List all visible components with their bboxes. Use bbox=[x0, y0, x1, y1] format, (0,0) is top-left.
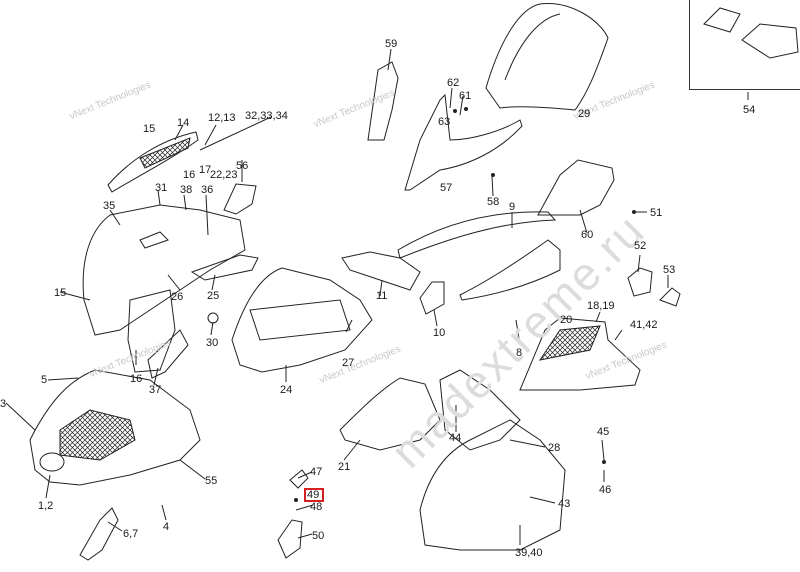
callout: 26 bbox=[171, 291, 184, 303]
callout: 28 bbox=[548, 442, 561, 454]
part-6-7 bbox=[79, 507, 119, 561]
callout: 8 bbox=[516, 347, 523, 359]
part-10 bbox=[419, 281, 445, 315]
callout: 39,40 bbox=[515, 547, 543, 559]
callout: 6,7 bbox=[123, 528, 139, 540]
part-37 bbox=[147, 329, 189, 379]
callout: 54 bbox=[743, 104, 756, 116]
part-54 bbox=[741, 23, 799, 59]
callout: 21 bbox=[338, 461, 351, 473]
part-21 bbox=[339, 377, 441, 451]
callout: 31 bbox=[155, 182, 168, 194]
part-35 bbox=[82, 204, 246, 336]
callout: 35 bbox=[103, 200, 116, 212]
callout: 46 bbox=[599, 484, 612, 496]
callout: 12,13 bbox=[208, 112, 236, 124]
part-50 bbox=[277, 519, 303, 559]
part-44 bbox=[439, 369, 521, 451]
callout: 22,23 bbox=[210, 169, 238, 181]
part-47 bbox=[289, 469, 309, 489]
part-56 bbox=[223, 183, 257, 215]
callout: 16 bbox=[130, 373, 143, 385]
callout: 16 bbox=[183, 169, 196, 181]
callout: 55 bbox=[205, 475, 218, 487]
callout: 56 bbox=[236, 160, 249, 172]
fastener-dots bbox=[294, 107, 636, 502]
callout: 20 bbox=[560, 314, 573, 326]
callout: 24 bbox=[280, 384, 293, 396]
part-43 bbox=[419, 419, 566, 551]
callout: 38 bbox=[180, 184, 193, 196]
callout: 44 bbox=[449, 432, 462, 444]
part-3 bbox=[29, 369, 201, 486]
callout: 27 bbox=[342, 357, 355, 369]
inset-frame bbox=[689, 0, 800, 90]
callout: 41,42 bbox=[630, 319, 658, 331]
part-57 bbox=[404, 93, 523, 191]
callout: 57 bbox=[440, 182, 453, 194]
callout: 10 bbox=[433, 327, 446, 339]
part-11 bbox=[341, 251, 421, 291]
highlighted-callout-box bbox=[304, 488, 324, 502]
callout: 30 bbox=[206, 337, 219, 349]
callout: 32,33,34 bbox=[245, 110, 288, 122]
callout: 37 bbox=[149, 384, 162, 396]
part-25 bbox=[190, 254, 259, 281]
part-53 bbox=[659, 287, 681, 307]
callout: 18,19 bbox=[587, 300, 615, 312]
callout: 52 bbox=[634, 240, 647, 252]
callout: 59 bbox=[385, 38, 398, 50]
callout: 53 bbox=[663, 264, 676, 276]
callout: 1,2 bbox=[38, 500, 54, 512]
callout: 49 bbox=[307, 489, 320, 501]
part-20 bbox=[519, 317, 641, 391]
callout: 5 bbox=[41, 374, 48, 386]
callout: 45 bbox=[597, 426, 610, 438]
part-14 bbox=[107, 131, 199, 193]
part-9-lower bbox=[459, 239, 561, 301]
callout: 50 bbox=[312, 530, 325, 542]
part-9 bbox=[397, 211, 557, 259]
part-26 bbox=[127, 289, 176, 373]
callout: 15 bbox=[54, 287, 67, 299]
callout: 36 bbox=[201, 184, 214, 196]
callout: 43 bbox=[558, 498, 571, 510]
callout: 47 bbox=[310, 466, 323, 478]
part-60 bbox=[537, 159, 615, 216]
callout: 58 bbox=[487, 196, 500, 208]
callout: 29 bbox=[578, 108, 591, 120]
callout: 3 bbox=[0, 398, 7, 410]
part-52 bbox=[627, 267, 653, 297]
callout: 61 bbox=[459, 90, 472, 102]
callout: 48 bbox=[310, 501, 323, 513]
callout: 51 bbox=[650, 207, 663, 219]
callout: 11 bbox=[376, 290, 388, 302]
callout: 14 bbox=[177, 117, 190, 129]
callout: 17 bbox=[199, 164, 212, 176]
callout: 9 bbox=[509, 201, 516, 213]
callout: 25 bbox=[207, 290, 220, 302]
callout: 63 bbox=[438, 116, 451, 128]
part-59 bbox=[367, 61, 399, 141]
callout: 15 bbox=[143, 123, 156, 135]
part-windshield bbox=[485, 2, 609, 111]
callout: 60 bbox=[581, 229, 594, 241]
callout: 4 bbox=[163, 521, 170, 533]
part-24 bbox=[231, 267, 373, 373]
callout: 62 bbox=[447, 77, 460, 89]
